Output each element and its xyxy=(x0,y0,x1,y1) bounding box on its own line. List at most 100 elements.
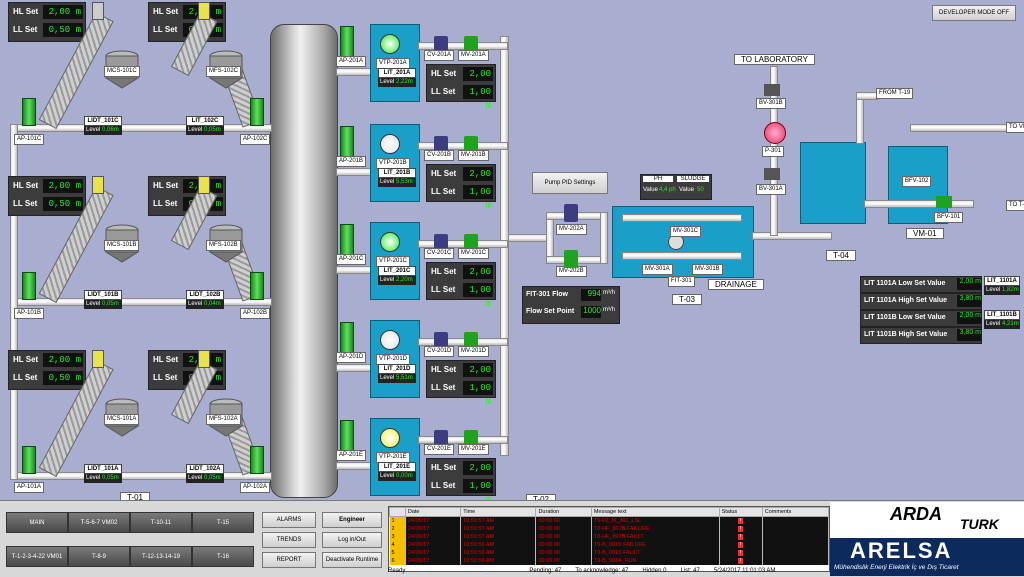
alarm-row[interactable]: 4 24/05/17 10:59:56 AM 00:00:00 T9-B_901… xyxy=(389,541,829,549)
hl-value[interactable]: 2,00 m xyxy=(43,5,83,19)
agitator-ap-101c[interactable] xyxy=(22,98,36,126)
motor-icon[interactable] xyxy=(198,176,210,194)
lit-indicator: LIT_201E Level 0,00m xyxy=(378,462,416,481)
alarm-column-header[interactable]: Comments xyxy=(761,507,829,517)
nav-t16-button[interactable]: T-16 xyxy=(192,546,254,567)
agitator-ap-102b[interactable] xyxy=(250,272,264,300)
agitator-ap-102c[interactable] xyxy=(250,98,264,126)
hl-value[interactable]: 2,00 m xyxy=(463,67,493,93)
agitator-icon[interactable] xyxy=(340,322,354,354)
alarm-column-header[interactable]: Message text xyxy=(590,507,720,517)
alarm-row[interactable]: 1 24/05/17 10:59:57 AM 00:00:00 T9-F2_M_… xyxy=(389,516,829,525)
pump-icon[interactable] xyxy=(380,428,400,448)
hl-label: HL Set xyxy=(13,7,39,16)
alarm-column-header[interactable]: Time xyxy=(460,507,537,517)
valve-mv-202b-icon[interactable] xyxy=(564,250,578,268)
pump-icon[interactable] xyxy=(380,34,400,54)
ll-label: LL Set xyxy=(431,285,456,294)
ll-value[interactable]: 1,00 m xyxy=(463,85,493,111)
alarm-row[interactable]: 6 24/05/17 10:59:56 AM 00:00:00 T9-B_901… xyxy=(389,557,829,565)
hl-value[interactable]: 2,00 m xyxy=(43,353,83,367)
hl-label: HL Set xyxy=(431,365,457,374)
ll-value[interactable]: 0,50 m xyxy=(43,197,83,211)
lit-indicator: LIT_201C Level 2,20m xyxy=(378,266,416,285)
nav-t5-button[interactable]: T-5-6-7 VM02 xyxy=(68,512,130,533)
alarm-row[interactable]: 3 24/05/17 10:59:57 AM 00:00:00 T8-HF_80… xyxy=(389,533,829,541)
pump-label: AP-101B xyxy=(14,308,45,319)
trends-button[interactable]: TRENDS xyxy=(262,532,316,548)
motor-icon[interactable] xyxy=(92,2,104,20)
hl-value[interactable]: 2,00 m xyxy=(43,179,83,193)
motor-icon[interactable] xyxy=(92,350,104,368)
login-button[interactable]: Log in/Out xyxy=(322,532,382,548)
nav-t89-button[interactable]: T-8-9 xyxy=(68,546,130,567)
valve-mv-202a-icon[interactable] xyxy=(564,204,578,222)
ll-value[interactable]: 1,00 m xyxy=(463,381,493,407)
ll-value[interactable]: 0,50 m xyxy=(43,371,83,385)
valve-cv-icon[interactable] xyxy=(434,430,448,448)
flow-setpoint-value[interactable]: 1000 xyxy=(581,306,601,318)
lit-name: LIDT_102B xyxy=(186,290,224,300)
agitator-ap-102a[interactable] xyxy=(250,446,264,474)
lit-1101-value[interactable]: 3,80 m xyxy=(957,329,981,341)
lit-1101-value[interactable]: 3,80 m xyxy=(957,295,981,307)
agitator-icon[interactable] xyxy=(340,224,354,256)
ll-value[interactable]: 0,50 m xyxy=(43,23,83,37)
ll-value[interactable]: 1,00 m xyxy=(463,283,493,309)
status-datetime: 5/24/2017 11:01:03 AM xyxy=(713,568,776,574)
hl-label: HL Set xyxy=(153,355,179,364)
pump-p-301-icon[interactable] xyxy=(764,122,786,144)
nav-t1234-button[interactable]: T-1-2-3-4-22 VM01 xyxy=(6,546,68,567)
ll-value[interactable]: 1,00 m xyxy=(463,479,493,505)
report-button[interactable]: REPORT xyxy=(262,552,316,568)
alarm-column-header[interactable] xyxy=(389,507,406,517)
valve-mv-icon[interactable] xyxy=(464,36,478,54)
level-label: Level xyxy=(380,79,395,85)
alarms-button[interactable]: ALARMS xyxy=(262,512,316,528)
developer-mode-button[interactable]: DEVELOPER MODE OFF xyxy=(932,5,1016,21)
valve-cv-icon[interactable] xyxy=(434,332,448,350)
nav-t15-button[interactable]: T-15 xyxy=(192,512,254,533)
valve-mv-icon[interactable] xyxy=(464,136,478,154)
ll-value[interactable]: 1,00 m xyxy=(463,185,493,211)
nav-t12-button[interactable]: T-12-13-14-19 xyxy=(130,546,192,567)
alarm-column-header[interactable]: Duration xyxy=(535,507,592,517)
alarm-column-header[interactable]: Date xyxy=(404,507,462,517)
agitator-ap-101b[interactable] xyxy=(22,272,36,300)
pump-pid-settings-button[interactable]: Pump PID Settings xyxy=(532,172,608,194)
valve-mv-icon[interactable] xyxy=(464,430,478,448)
hl-value[interactable]: 2,00 m xyxy=(463,363,493,389)
motor-icon[interactable] xyxy=(92,176,104,194)
valve-cv-icon[interactable] xyxy=(434,36,448,54)
alarm-date: 24/05/17 xyxy=(405,525,462,533)
valve-cv-icon[interactable] xyxy=(434,234,448,252)
alarm-column-header[interactable]: Status xyxy=(718,507,763,517)
valve-bv-301b-icon[interactable] xyxy=(764,84,780,96)
valve-cv-icon[interactable] xyxy=(434,136,448,154)
agitator-icon[interactable] xyxy=(340,126,354,158)
agitator-icon[interactable] xyxy=(340,26,354,58)
hl-value[interactable]: 2,00 m xyxy=(463,461,493,487)
valve-bfv-101-icon[interactable] xyxy=(936,196,952,208)
alarm-row[interactable]: 2 24/05/17 10:59:57 AM 00:00:00 T8-HF_80… xyxy=(389,525,829,533)
lit-1101-value[interactable]: 2,00 m xyxy=(957,278,981,290)
agitator-ap-101a[interactable] xyxy=(22,446,36,474)
nav-main-button[interactable]: MAIN xyxy=(6,512,68,533)
valve-mv-icon[interactable] xyxy=(464,234,478,252)
motor-icon[interactable] xyxy=(198,350,210,368)
nav-t10-button[interactable]: T-10-11 xyxy=(130,512,192,533)
lit-1101-value[interactable]: 2,00 m xyxy=(957,312,981,324)
pump-icon[interactable] xyxy=(380,134,400,154)
hl-value[interactable]: 2,00 m xyxy=(463,167,493,193)
engineer-button[interactable]: Engineer xyxy=(322,512,382,528)
alarm-row[interactable]: 5 24/05/17 10:59:56 AM 00:00:00 T9-B_901… xyxy=(389,549,829,557)
hl-value[interactable]: 2,00 m xyxy=(463,265,493,291)
valve-bv-301a-icon[interactable] xyxy=(764,168,780,180)
pump-icon[interactable] xyxy=(380,232,400,252)
agitator-icon[interactable] xyxy=(340,420,354,452)
pump-icon[interactable] xyxy=(380,330,400,350)
motor-icon[interactable] xyxy=(198,2,210,20)
valve-mv-icon[interactable] xyxy=(464,332,478,350)
deactivate-runtime-button[interactable]: Deactivate Runtime xyxy=(322,552,382,568)
